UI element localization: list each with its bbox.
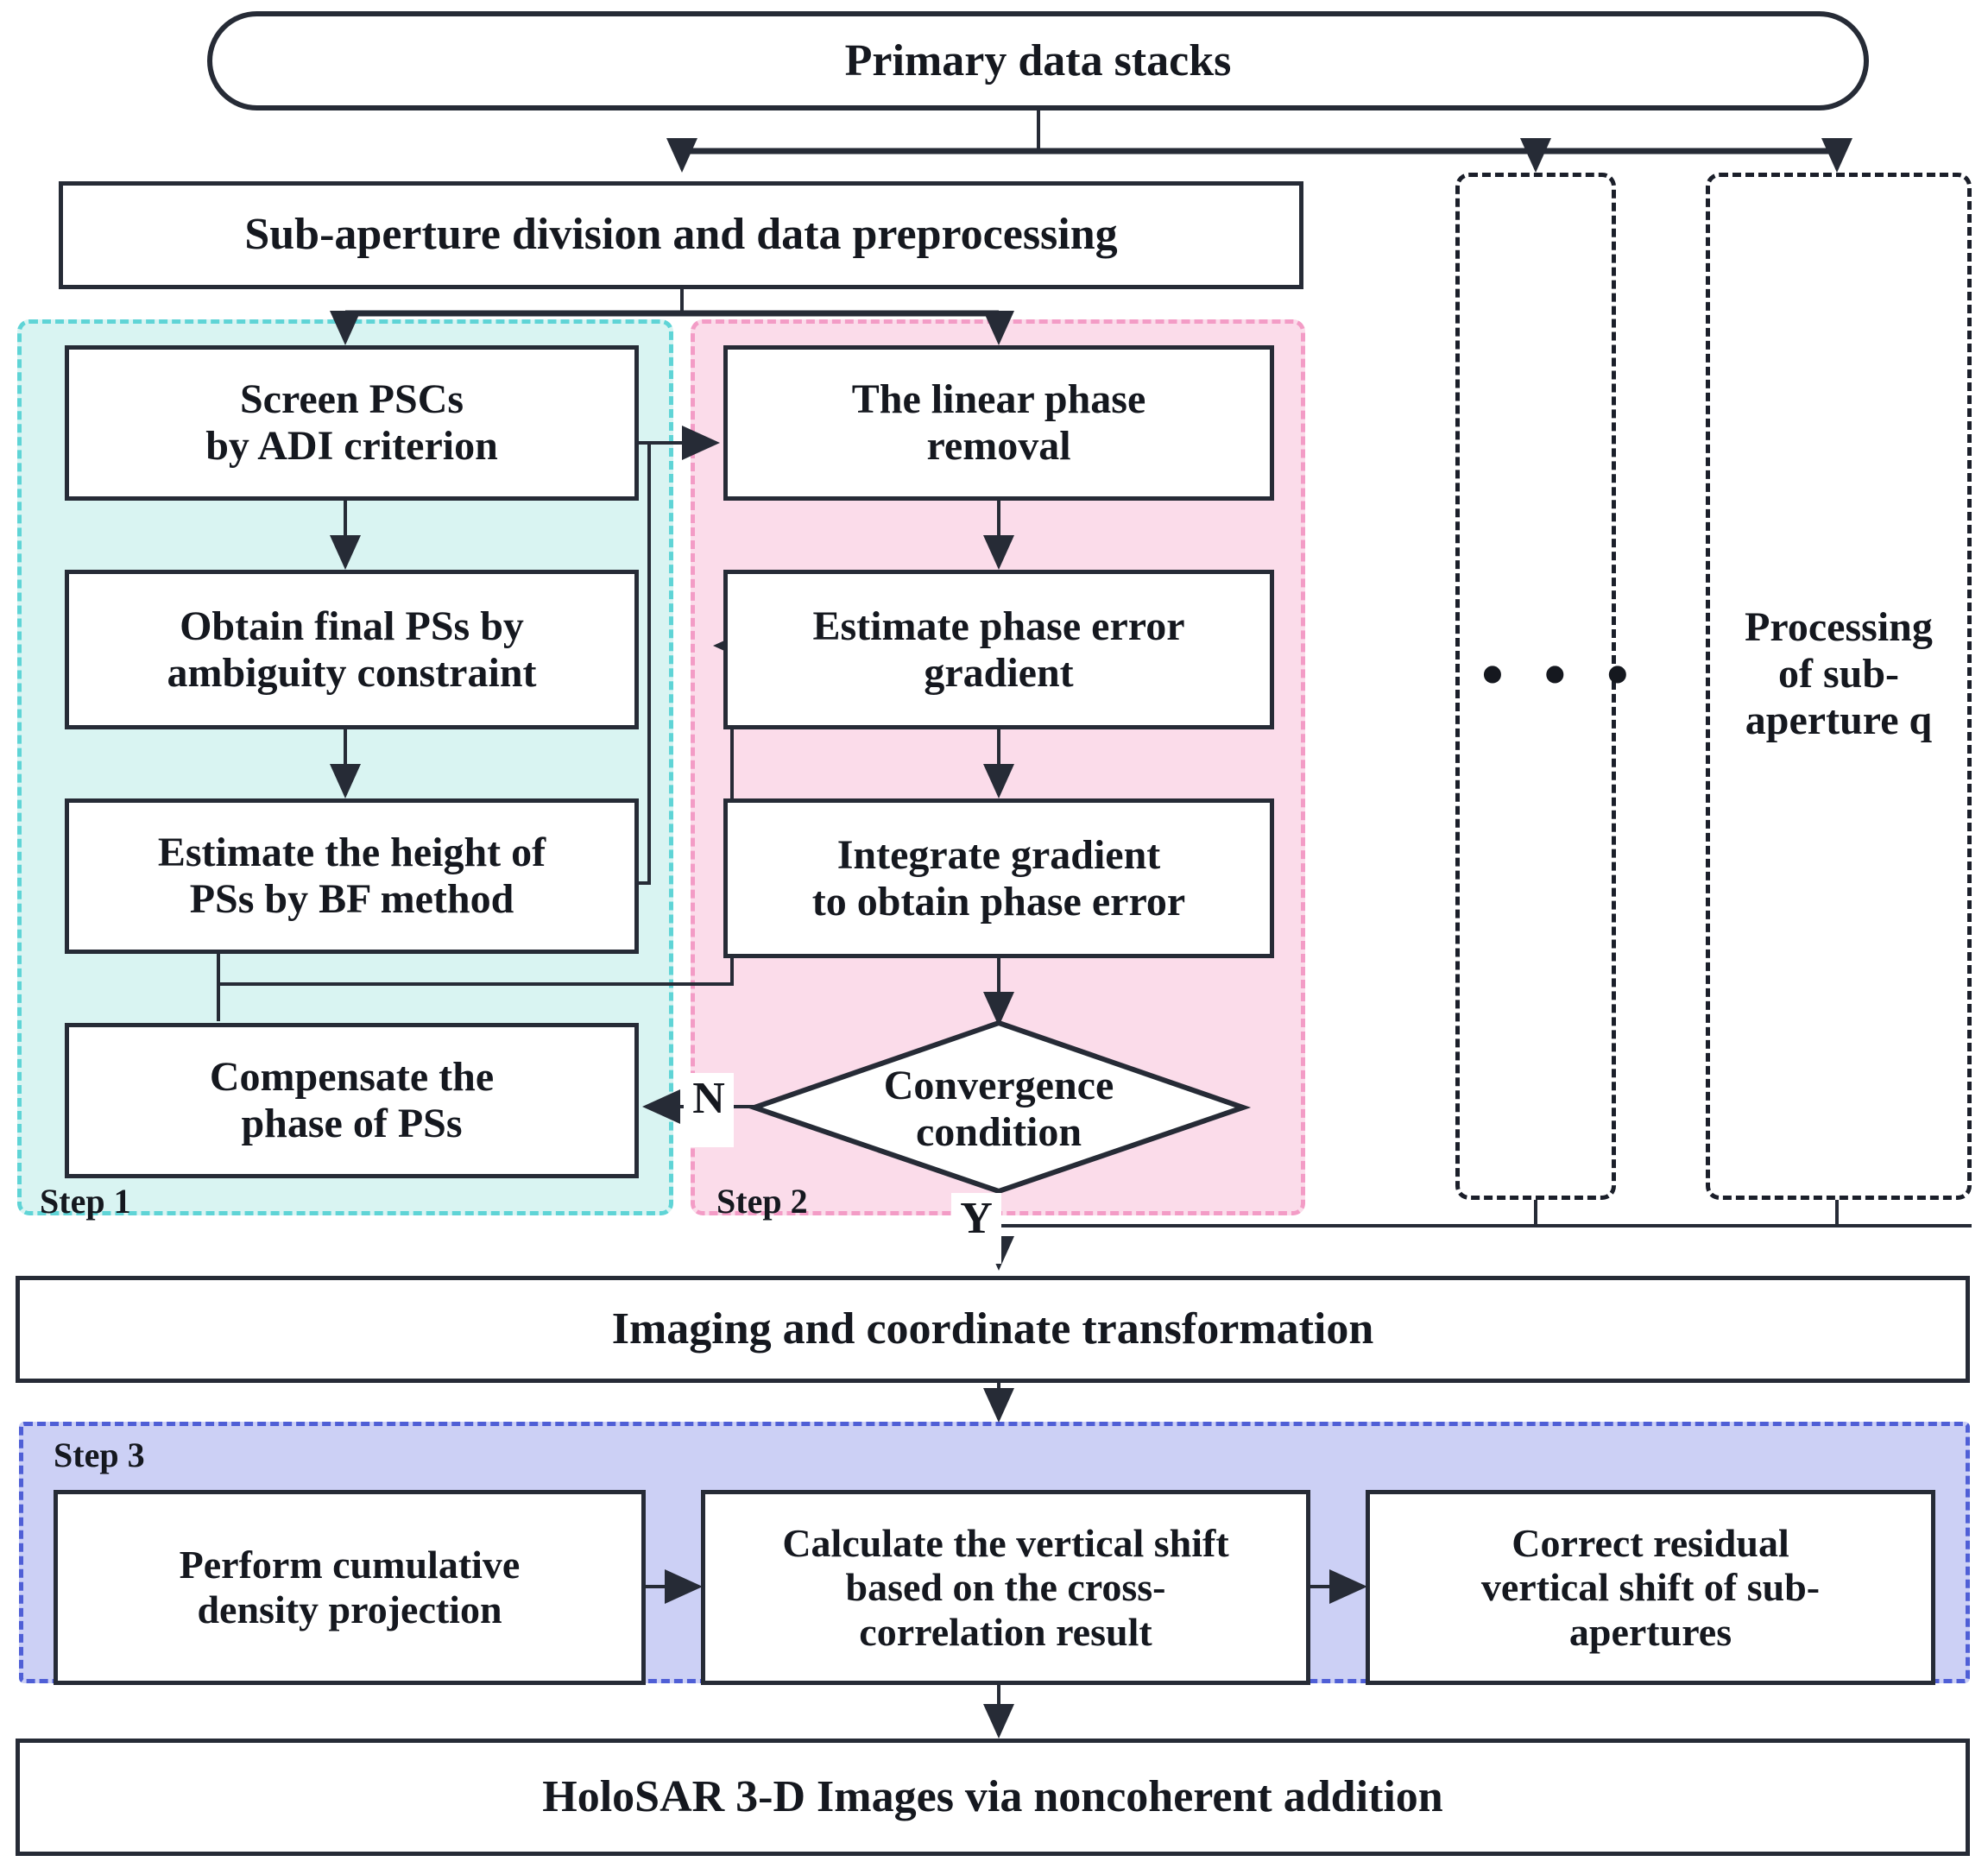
node-integrate-gradient[interactable]: Integrate gradient to obtain phase error <box>723 798 1274 958</box>
node-screen-pscs-label-line-2: by ADI criterion <box>205 423 498 469</box>
branch-label-no-text: N <box>692 1074 725 1123</box>
node-obtain-final-pss[interactable]: Obtain final PSs by ambiguity constraint <box>65 570 639 729</box>
node-compensate-phase-of-pss-label-line-2: phase of PSs <box>241 1101 463 1146</box>
node-correct-residual-line-1: Correct residual <box>1512 1520 1789 1565</box>
node-correct-residual-line-2: vertical shift of sub- <box>1480 1565 1821 1610</box>
group-label-step-2-text: Step 2 <box>716 1182 808 1221</box>
branch-label-no: N <box>684 1073 734 1147</box>
node-primary-data-stacks[interactable]: Primary data stacks <box>207 11 1869 110</box>
node-screen-pscs[interactable]: Screen PSCs by ADI criterion <box>65 345 639 501</box>
node-sub-aperture-division-label: Sub-aperture division and data preproces… <box>244 210 1118 260</box>
node-correct-residual-vertical-shift[interactable]: Correct residual vertical shift of sub- … <box>1366 1490 1935 1685</box>
node-convergence-condition-label: Convergence condition <box>826 1063 1171 1156</box>
branch-label-yes: Y <box>951 1193 1001 1264</box>
node-imaging-coordinate-transformation[interactable]: Imaging and coordinate transformation <box>16 1276 1970 1383</box>
node-linear-phase-removal[interactable]: The linear phase removal <box>723 345 1274 501</box>
node-calculate-vertical-shift[interactable]: Calculate the vertical shift based on th… <box>701 1490 1310 1685</box>
node-convergence-condition-label-line-1: Convergence <box>883 1063 1114 1108</box>
node-calculate-vertical-shift-line-2: based on the cross- <box>845 1565 1166 1610</box>
node-linear-phase-removal-label-line-1: The linear phase <box>851 376 1146 423</box>
node-processing-sub-aperture-q-label: Processing of sub- aperture q <box>1718 604 1960 743</box>
node-estimate-height-of-pss-label-line-2: PSs by BF method <box>189 876 514 922</box>
group-label-step-1: Step 1 <box>40 1181 131 1221</box>
node-perform-cumulative-line-2: density projection <box>197 1587 502 1631</box>
node-screen-pscs-label-line-1: Screen PSCs <box>239 376 464 423</box>
node-estimate-phase-error-gradient-label-line-1: Estimate phase error <box>812 603 1185 649</box>
node-imaging-coordinate-transformation-label: Imaging and coordinate transformation <box>611 1303 1374 1354</box>
node-perform-cumulative-line-1: Perform cumulative <box>179 1543 521 1587</box>
node-calculate-vertical-shift-line-3: correlation result <box>859 1609 1152 1654</box>
node-compensate-phase-of-pss-label-line-1: Compensate the <box>209 1054 495 1101</box>
node-integrate-gradient-label-line-2: to obtain phase error <box>811 878 1186 925</box>
convergence-condition-diamond <box>746 1019 1252 1195</box>
group-panel-sub-aperture-q <box>1706 173 1972 1200</box>
node-sub-aperture-division[interactable]: Sub-aperture division and data preproces… <box>59 181 1303 289</box>
node-processing-sub-aperture-q-line-2: of sub- <box>1777 650 1900 697</box>
node-perform-cumulative-density-projection[interactable]: Perform cumulative density projection <box>54 1490 646 1685</box>
node-holosar-output[interactable]: HoloSAR 3-D Images via noncoherent addit… <box>16 1739 1970 1856</box>
node-estimate-height-of-pss[interactable]: Estimate the height of PSs by BF method <box>65 798 639 954</box>
node-estimate-height-of-pss-label-line-1: Estimate the height of <box>157 830 546 876</box>
branch-label-yes-text: Y <box>960 1194 993 1243</box>
node-primary-data-stacks-label: Primary data stacks <box>844 36 1232 85</box>
group-label-step-1-text: Step 1 <box>40 1182 131 1221</box>
group-label-step-3: Step 3 <box>54 1435 145 1475</box>
node-compensate-phase-of-pss[interactable]: Compensate the phase of PSs <box>65 1023 639 1178</box>
group-label-step-2: Step 2 <box>716 1181 808 1221</box>
group-panel-sub-aperture-ellipsis <box>1455 173 1616 1200</box>
node-correct-residual-line-3: apertures <box>1568 1609 1732 1654</box>
node-linear-phase-removal-label-line-2: removal <box>926 423 1071 469</box>
sub-aperture-ellipsis-label: • • • <box>1481 640 1641 710</box>
node-convergence-condition-label-line-2: condition <box>915 1108 1082 1155</box>
group-label-step-3-text: Step 3 <box>54 1436 145 1474</box>
node-estimate-phase-error-gradient-label-line-2: gradient <box>924 649 1074 696</box>
node-holosar-output-label: HoloSAR 3-D Images via noncoherent addit… <box>542 1771 1443 1821</box>
node-integrate-gradient-label-line-1: Integrate gradient <box>836 831 1161 878</box>
node-processing-sub-aperture-q-line-3: aperture q <box>1745 697 1933 743</box>
sub-aperture-ellipsis-dots: • • • <box>1481 643 1641 707</box>
node-obtain-final-pss-label-line-1: Obtain final PSs by <box>180 603 524 649</box>
node-calculate-vertical-shift-line-1: Calculate the vertical shift <box>782 1520 1229 1565</box>
node-processing-sub-aperture-q-line-1: Processing <box>1745 604 1933 650</box>
node-obtain-final-pss-label-line-2: ambiguity constraint <box>167 649 537 696</box>
node-estimate-phase-error-gradient[interactable]: Estimate phase error gradient <box>723 570 1274 729</box>
